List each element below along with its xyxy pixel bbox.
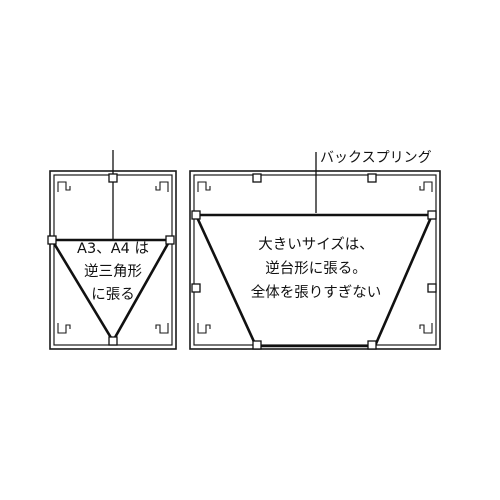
- small-text-line-1: A3、A4 は: [77, 241, 149, 257]
- large-clip-right-upper: [427, 210, 437, 220]
- large-clip-left-upper: [191, 210, 201, 220]
- large-clip-bottom-right: [367, 340, 377, 350]
- small-clip-top: [108, 173, 118, 183]
- large-text-line-1: 大きいサイズは、: [258, 236, 374, 253]
- corner-bracket-bl: [197, 323, 211, 334]
- large-frame: 大きいサイズは、 逆台形に張る。 全体を張りすぎない: [189, 152, 441, 350]
- small-text-line-3: に張る: [91, 287, 135, 303]
- small-clip-left: [47, 235, 57, 245]
- corner-bracket-bl: [57, 323, 71, 334]
- large-clip-top-right: [367, 173, 377, 183]
- small-frame: A3、A4 は 逆三角形 に張る: [47, 150, 177, 350]
- small-text-line-2: 逆三角形: [84, 263, 142, 280]
- large-clip-right-middle: [427, 283, 437, 293]
- corner-bracket-br: [155, 323, 169, 334]
- large-frame-inner: [193, 174, 437, 346]
- corner-bracket-tr: [155, 181, 169, 192]
- large-frame-outer: [189, 170, 441, 350]
- small-clip-right: [165, 235, 175, 245]
- large-clip-left-middle: [191, 283, 201, 293]
- corner-bracket-tl: [57, 181, 71, 192]
- large-text-line-2: 逆台形に張る。: [265, 260, 367, 277]
- small-spring-triangle: [49, 238, 173, 344]
- large-spring-trapezoid: [193, 213, 434, 348]
- corner-bracket-br: [419, 323, 433, 334]
- small-clip-bottom: [108, 336, 118, 346]
- large-text-line-3: 全体を張りすぎない: [251, 283, 382, 301]
- large-clip-top-left: [252, 173, 262, 183]
- back-spring-label: バックスプリング: [320, 150, 432, 166]
- corner-bracket-tl: [197, 181, 211, 192]
- corner-bracket-tr: [419, 181, 433, 192]
- large-clip-bottom-left: [252, 340, 262, 350]
